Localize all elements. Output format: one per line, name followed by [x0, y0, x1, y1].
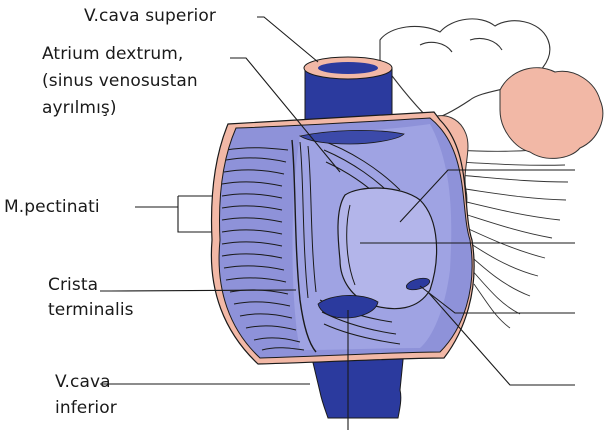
label-crista-line1: Crista — [48, 275, 98, 296]
label-atrium-dextrum-line2: (sinus venosustan — [42, 71, 198, 92]
label-vena-cava-inferior-line2: inferior — [55, 398, 117, 419]
label-crista-line2: terminalis — [48, 300, 134, 321]
label-atrium-dextrum-line1: Atrium dextrum, — [42, 44, 183, 65]
label-atrium-dextrum-line3: ayrılmış) — [42, 98, 117, 119]
fossa-ovalis — [338, 188, 437, 309]
label-vena-cava-superior: V.cava superior — [84, 6, 216, 27]
label-vena-cava-inferior-line1: V.cava — [55, 372, 111, 393]
label-m-pectinati: M.pectinati — [4, 197, 100, 218]
